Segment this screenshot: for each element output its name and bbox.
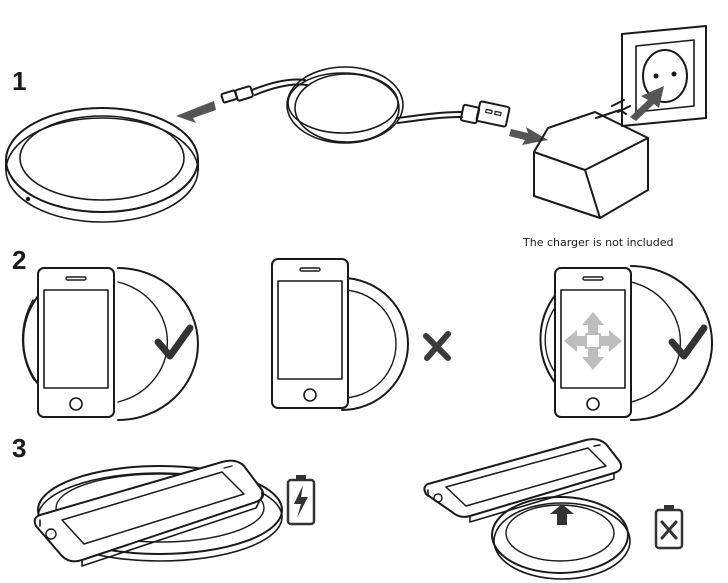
step-number-3: 3 — [12, 433, 27, 463]
move-arrows-icon — [564, 312, 622, 370]
charging-pad-top-view — [5, 107, 199, 223]
arrow-to-pad-icon — [176, 101, 216, 123]
arrow-to-adapter-icon — [509, 127, 548, 145]
wall-outlet — [621, 25, 707, 127]
phone — [554, 267, 632, 418]
checkmark-icon — [154, 324, 194, 360]
usb-cable — [220, 66, 511, 144]
cross-icon — [423, 331, 451, 361]
phone — [37, 267, 115, 418]
arrow-to-outlet-icon — [630, 86, 664, 121]
placement-offset — [271, 258, 409, 411]
placement-centered-with-tolerance — [539, 265, 714, 421]
phone-flat — [423, 438, 623, 523]
charger-not-included-note: The charger is not included — [523, 236, 674, 249]
lift-arrow-icon — [550, 504, 574, 525]
checkmark-icon — [668, 324, 708, 360]
step-number-2: 2 — [12, 245, 27, 275]
charging-on-pad — [33, 459, 283, 567]
power-adapter — [533, 99, 649, 219]
step-number-1: 1 — [12, 66, 27, 96]
battery-charging-icon — [286, 475, 316, 526]
phone-flat — [33, 459, 265, 567]
placement-centered — [21, 267, 199, 421]
phone — [271, 258, 349, 409]
phone-lifted-off-pad — [423, 438, 631, 580]
battery-not-charging-icon — [654, 505, 684, 550]
